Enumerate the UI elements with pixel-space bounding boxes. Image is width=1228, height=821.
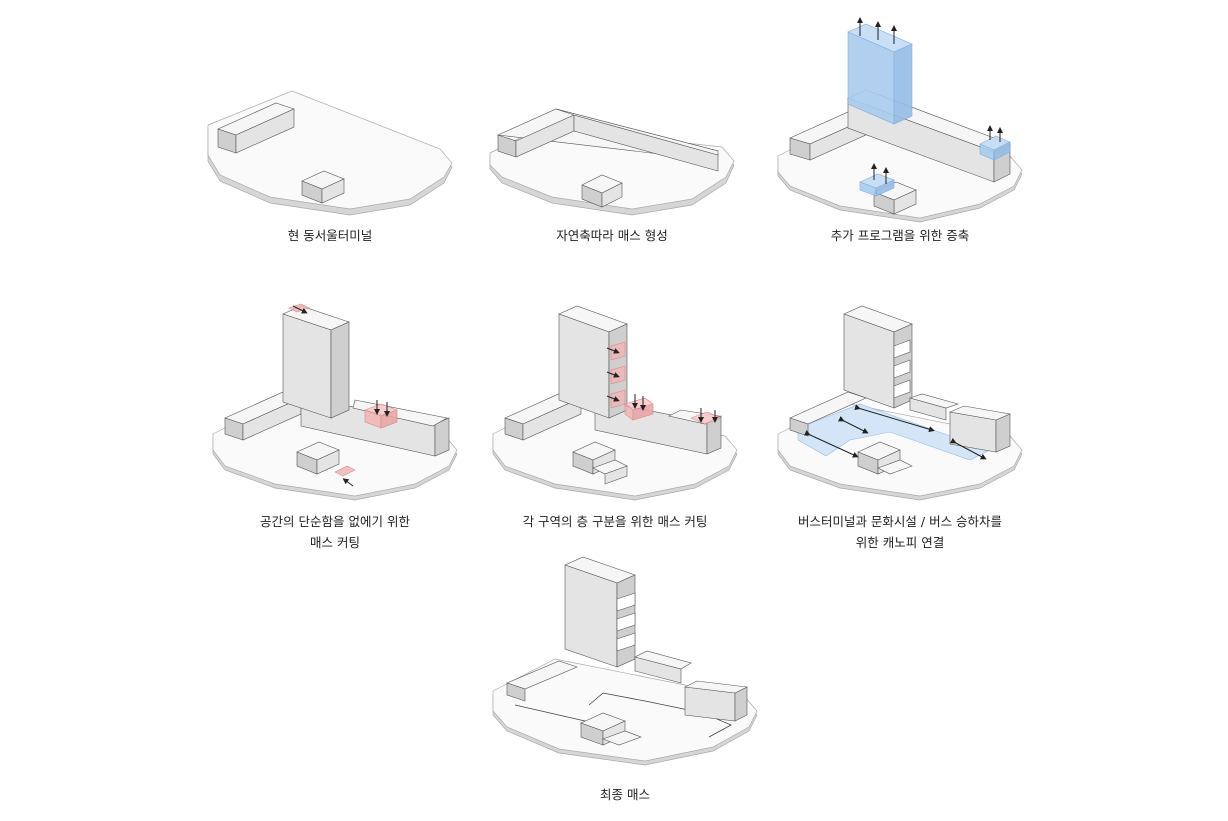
down-arrow-icon <box>292 305 390 487</box>
small-terminal-mass <box>580 712 642 746</box>
cut-volume <box>610 341 722 425</box>
step-6-massing <box>777 305 1023 501</box>
caption-line: 공간의 단순함을 없에기 위한 <box>260 514 410 529</box>
caption-line: 자연축따라 매스 형성 <box>556 228 668 243</box>
step-4-caption: 공간의 단순함을 없에기 위한 매스 커팅 <box>205 511 465 553</box>
step-1-panel <box>200 85 460 225</box>
site-top <box>492 658 758 762</box>
small-terminal-mass <box>857 441 913 475</box>
step-6-panel <box>770 300 1030 505</box>
small-terminal-mass <box>581 174 623 208</box>
step-1-caption: 현 동서울터미널 <box>200 225 460 246</box>
tower-mass <box>843 305 913 409</box>
step-2-panel <box>482 85 742 225</box>
step-1-massing <box>207 90 453 216</box>
step-2-massing <box>489 108 735 216</box>
step-7-panel <box>485 555 765 770</box>
step-7-caption: 최종 매스 <box>495 784 755 805</box>
small-terminal-mass <box>572 441 628 485</box>
step-4-panel <box>205 300 465 505</box>
step-5-panel <box>485 300 745 505</box>
caption-line: 매스 커팅 <box>310 535 360 550</box>
tower-mass <box>564 556 636 668</box>
step-3-panel <box>770 10 1030 225</box>
step-5-massing <box>492 305 738 501</box>
tower-addition <box>847 23 913 125</box>
stepped-mass <box>634 650 692 684</box>
caption-line: 버스터미널과 문화시설 / 버스 승하차를 <box>797 514 1003 529</box>
small-terminal-mass <box>296 441 340 475</box>
step-3-caption: 추가 프로그램을 위한 증축 <box>770 225 1030 246</box>
caption-line: 위한 캐노피 연결 <box>855 535 945 550</box>
step-4-massing <box>212 303 458 501</box>
step-3-massing <box>777 17 1023 223</box>
existing-bar-mass <box>217 102 295 154</box>
caption-line: 추가 프로그램을 위한 증축 <box>830 228 970 243</box>
roof-addition <box>979 135 1011 161</box>
tower-mass <box>282 305 350 419</box>
caption-line: 최종 매스 <box>600 787 650 802</box>
small-terminal-mass <box>301 170 345 204</box>
step-6-caption: 버스터미널과 문화시설 / 버스 승하차를 위한 캐노피 연결 <box>770 511 1030 553</box>
cut-arrow-icon <box>606 347 718 423</box>
axis-bar-mass <box>506 660 749 722</box>
up-arrow-icon <box>857 17 1003 184</box>
caption-line: 현 동서울터미널 <box>287 228 373 243</box>
caption-line: 각 구역의 층 구분을 위한 매스 커팅 <box>522 514 708 529</box>
double-arrow-icon <box>804 404 987 460</box>
step-5-caption: 각 구역의 층 구분을 위한 매스 커팅 <box>485 511 745 532</box>
step-2-caption: 자연축따라 매스 형성 <box>482 225 742 246</box>
step-7-massing <box>492 556 758 766</box>
axis-bar-mass <box>496 108 719 172</box>
